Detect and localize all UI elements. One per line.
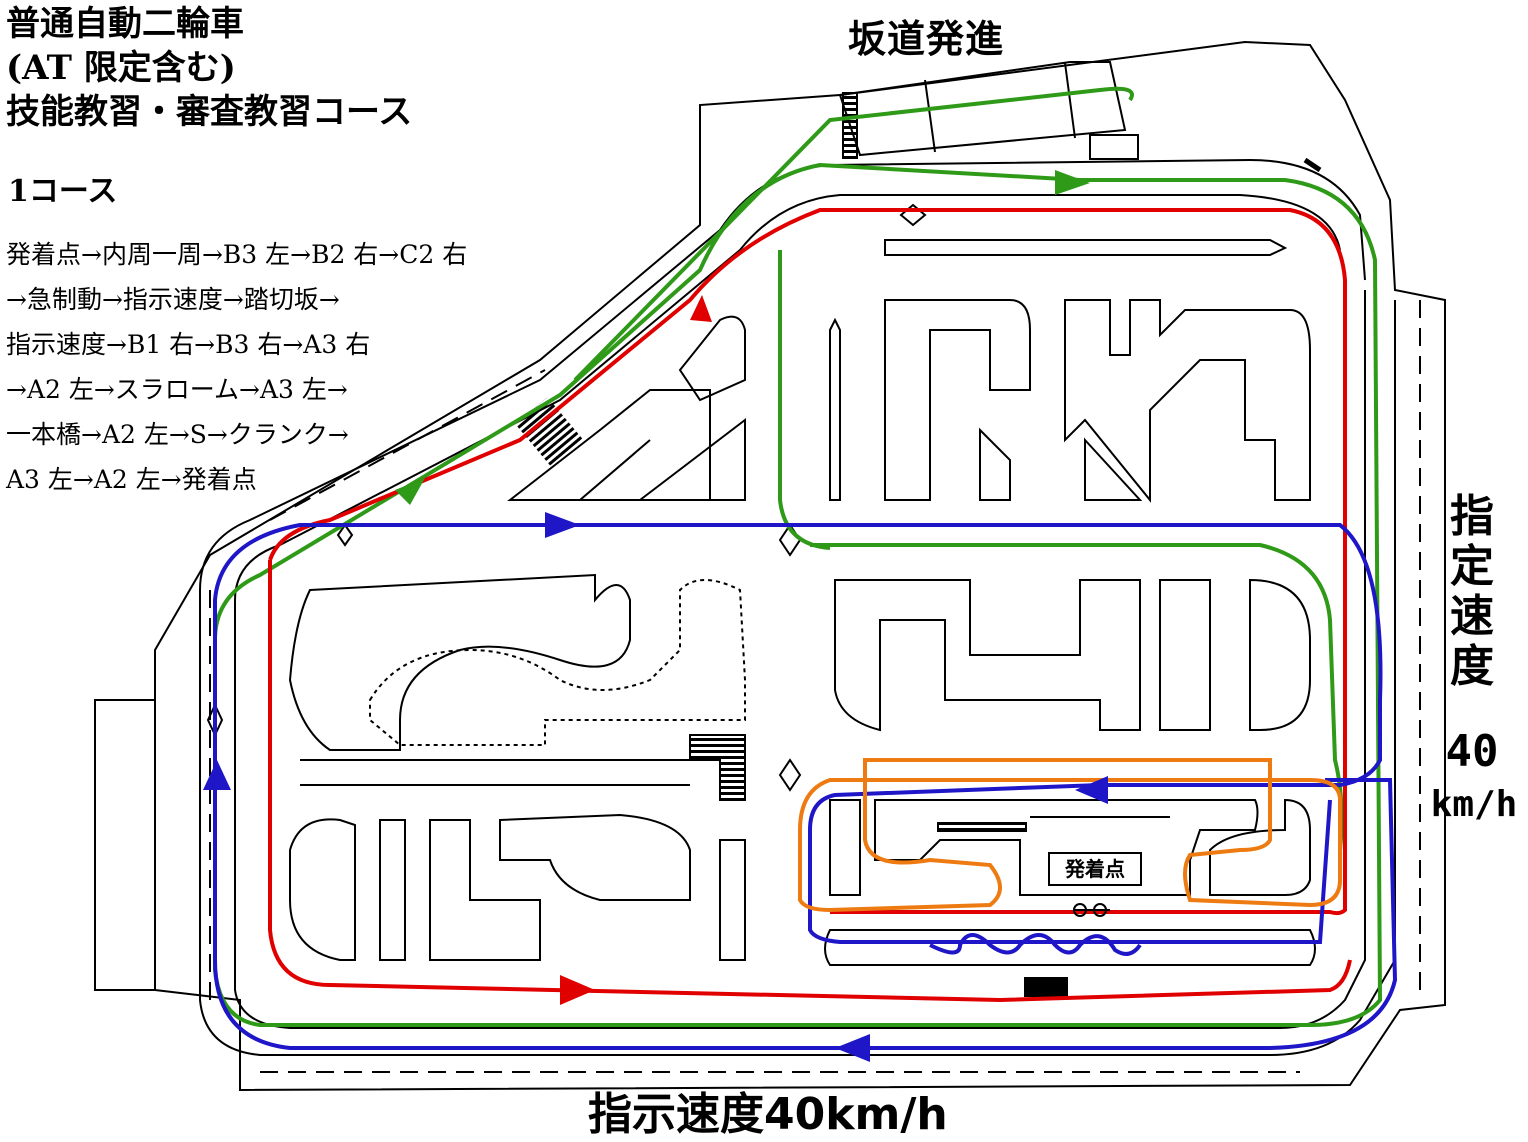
designated-speed-value: 40 [1445,726,1499,777]
slope-area [838,61,1139,160]
upper-blocks [507,239,1311,503]
route-blue [213,523,1398,1050]
route-line: →A2 左→スラローム→A3 左→ [6,375,348,404]
designated-speed-char: 速 [1450,591,1494,642]
route-line: 指示速度→B1 右→B3 右→A3 右 [6,330,371,359]
route-orange [798,758,1342,913]
designated-speed-label: 指 定 速 度 [1440,492,1504,692]
route-description: 発着点→内周一周→B3 左→B2 右→C2 右 →急制動→指示速度→踏切坂→ 指… [6,232,467,502]
outer-road [199,158,1421,1073]
start-position-marker [1073,903,1110,917]
slope-start-label: 坂道発進 [848,17,1005,61]
bottom-speed-label: 指示速度40km/h [588,1089,948,1140]
route-line: 一本橋→A2 左→S→クランク→ [6,420,349,449]
route-green-upper [573,86,1134,550]
title-line-1: 普通自動二輪車 [6,4,244,44]
route-red [268,208,1352,1003]
designated-speed-char: 定 [1450,541,1494,592]
title-line-3: 技能教習・審査教習コース [6,92,413,132]
route-line: →急制動→指示速度→踏切坂→ [6,285,340,314]
start-point-label: 発着点 [1048,852,1142,886]
lower-left-blocks [289,734,746,961]
middle-blocks [288,573,1311,786]
designated-speed-unit: km/h [1430,784,1518,825]
course-name: 1コース [8,174,118,209]
page-title: 普通自動二輪車 (AT 限定含む) 技能教習・審査教習コース [6,2,412,134]
route-blue-slalom [929,933,1142,956]
site-boundary [94,40,1446,1092]
railway-crossing [515,397,583,467]
route-line: 発着点→内周一周→B3 左→B2 右→C2 右 [6,240,468,269]
designated-speed-char: 指 [1450,491,1494,542]
route-line: A3 左→A2 左→発着点 [6,465,257,494]
title-line-2: (AT 限定含む) [6,48,236,88]
route-arrows [203,170,1108,1062]
designated-speed-char: 度 [1450,641,1494,692]
start-area-blocks [824,798,1316,997]
